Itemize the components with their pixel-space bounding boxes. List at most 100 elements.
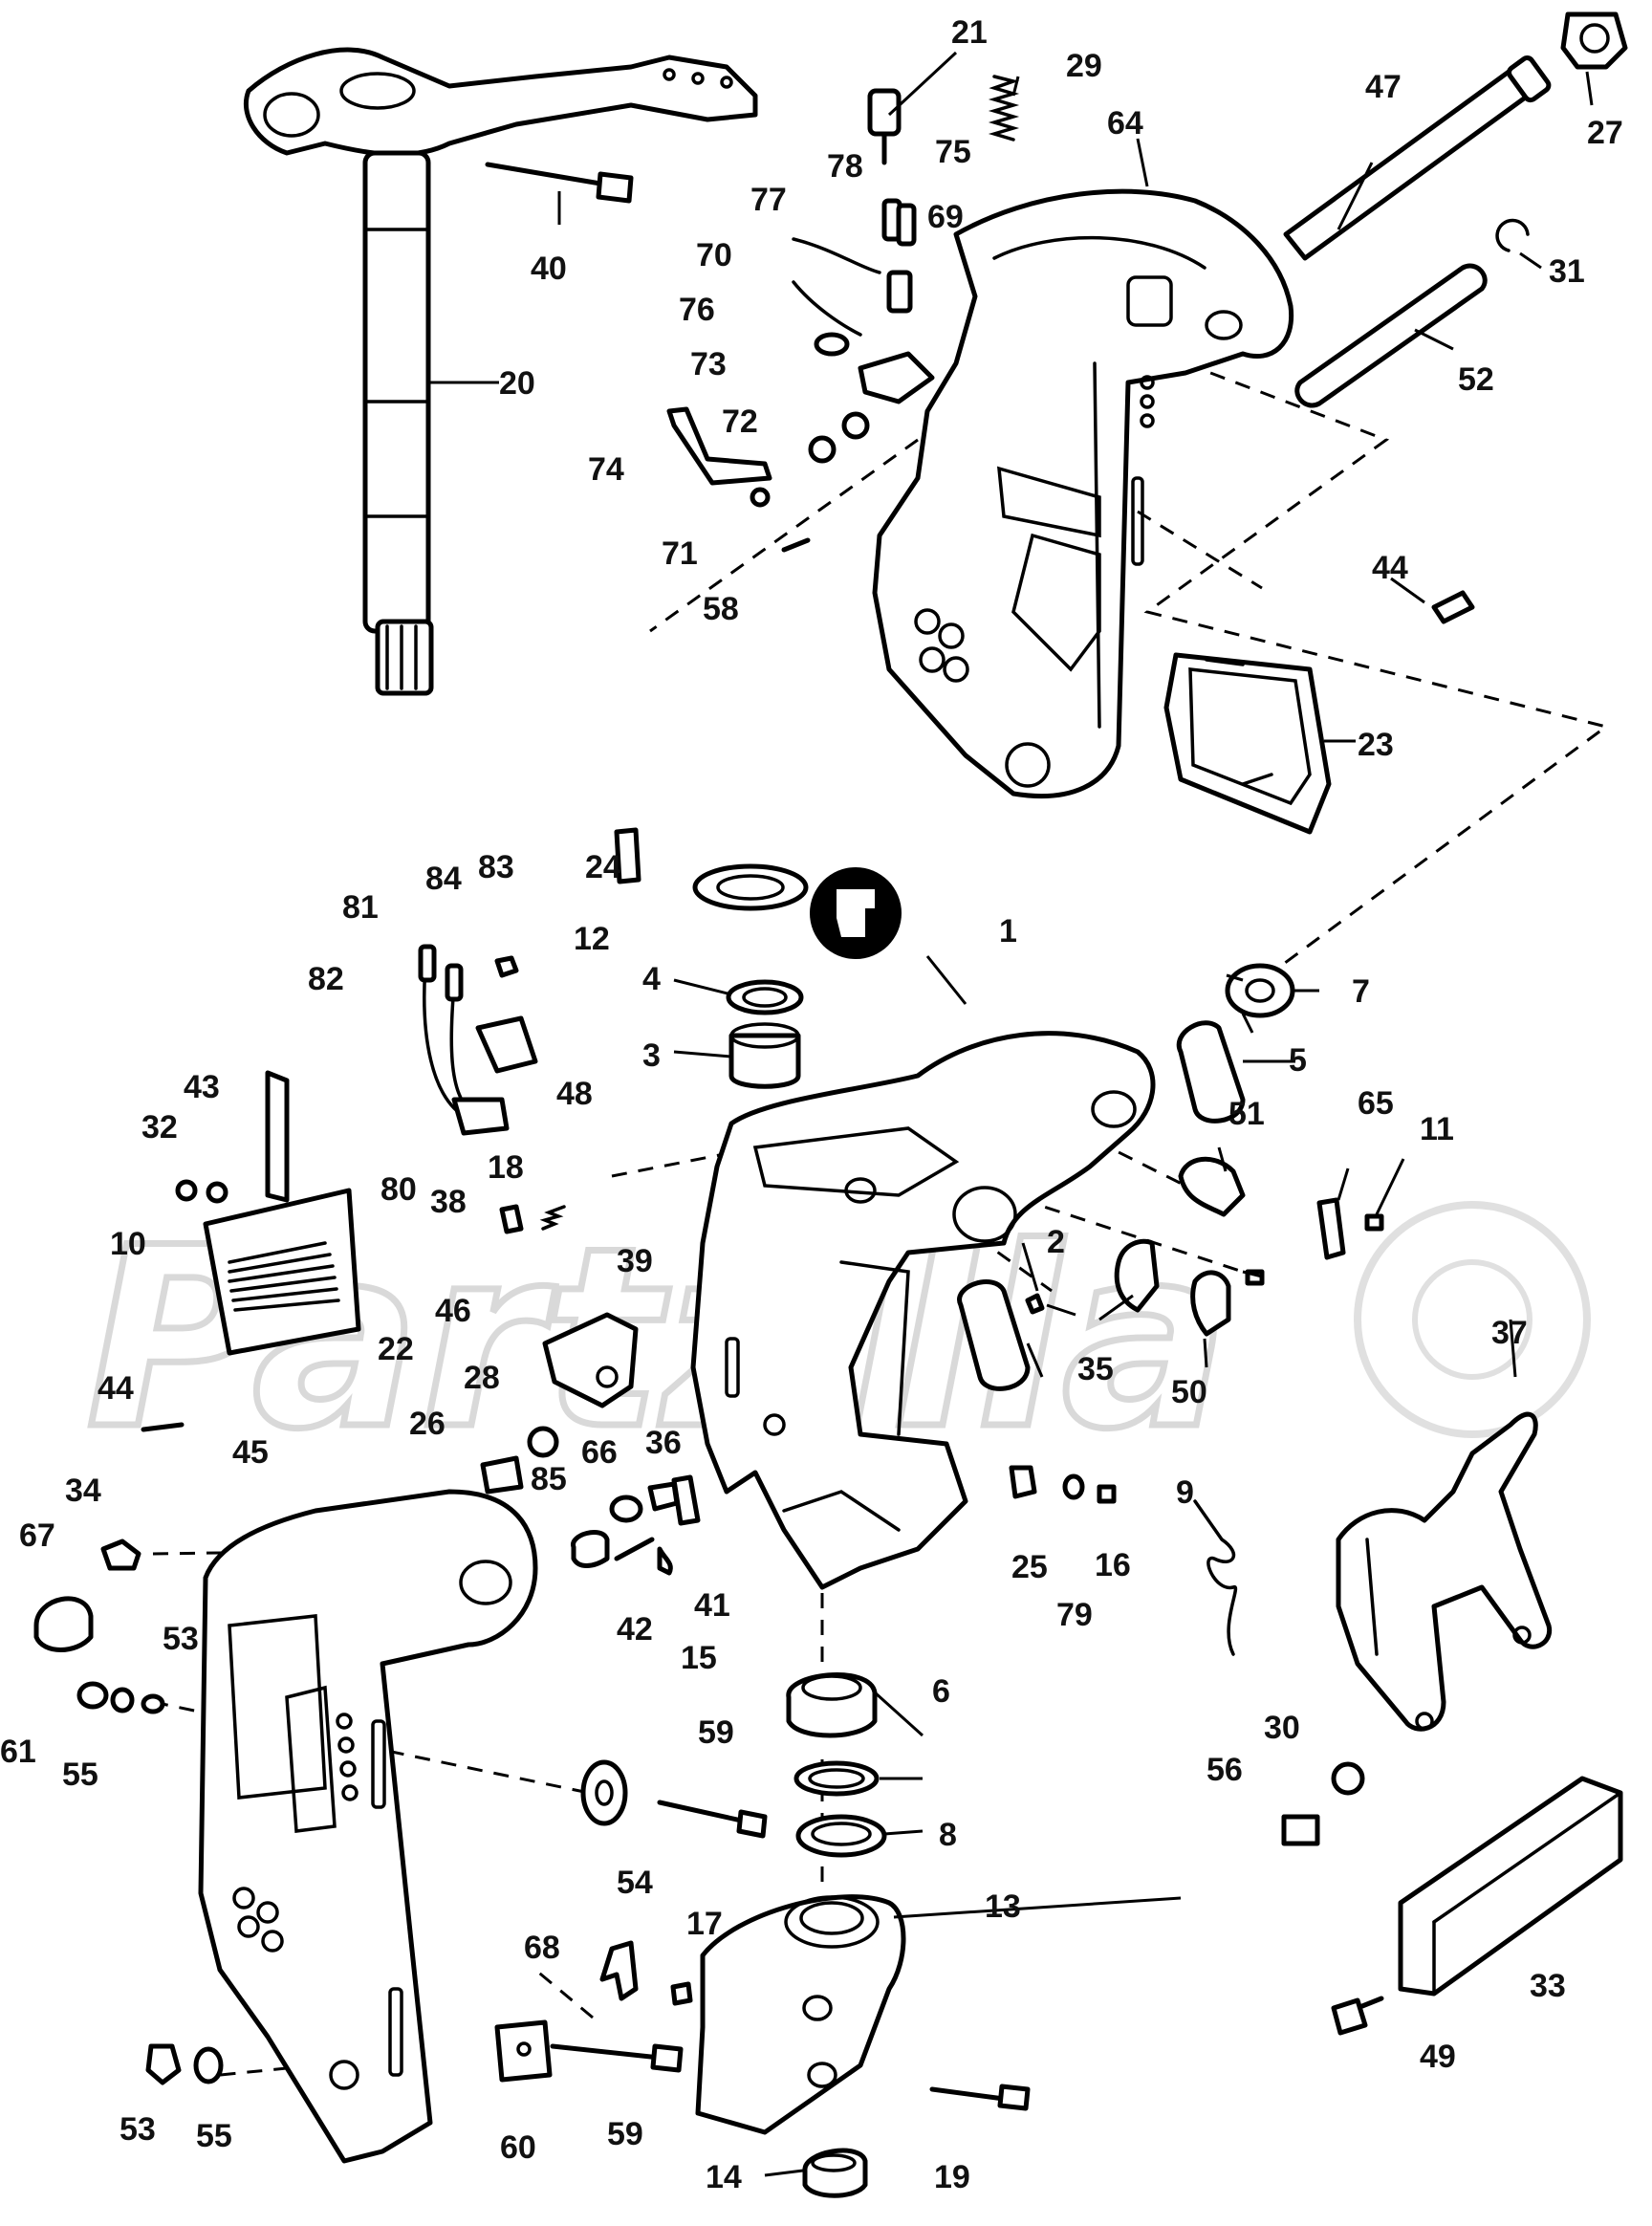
callout-66: 66 (581, 1434, 618, 1471)
callout-65: 65 (1358, 1085, 1394, 1122)
callout-58: 58 (703, 591, 739, 627)
callout-11: 11 (1420, 1111, 1454, 1147)
callout-10: 10 (110, 1226, 146, 1262)
callout-7: 7 (1352, 973, 1370, 1010)
washer-54-bolts-59 (550, 1759, 768, 2073)
callout-85: 85 (531, 1461, 567, 1497)
spring-9 (1193, 1499, 1238, 1656)
clips-51-35-50 (1114, 1156, 1246, 1337)
callout-71: 71 (662, 535, 698, 572)
callout-9: 9 (1176, 1474, 1194, 1511)
block-33 (1398, 1776, 1623, 1997)
callout-19: 19 (934, 2159, 970, 2195)
cap-27 (1560, 11, 1628, 70)
callout-5: 5 (1289, 1042, 1307, 1079)
leader-lines (430, 51, 1594, 2177)
callout-53: 53 (163, 1621, 199, 1657)
bolt-40 (485, 162, 634, 204)
callout-34: 34 (65, 1473, 101, 1509)
callout-76: 76 (679, 292, 715, 328)
callout-31: 31 (1549, 253, 1585, 290)
bolt-49 (1331, 1996, 1384, 2036)
callout-73: 73 (690, 346, 727, 382)
cover-23 (1163, 652, 1332, 835)
small-electrical-parts (666, 75, 1475, 624)
callout-84: 84 (425, 861, 462, 897)
callout-35: 35 (1077, 1351, 1114, 1387)
callout-82: 82 (308, 961, 344, 997)
callout-4: 4 (642, 961, 661, 997)
parts-38-18-39 (499, 1204, 639, 1408)
callout-13: 13 (985, 1888, 1021, 1925)
callout-15: 15 (681, 1640, 717, 1676)
tube-52 (1294, 263, 1488, 408)
washer-7 (1225, 963, 1295, 1018)
callout-26: 26 (409, 1406, 446, 1442)
callout-30: 30 (1264, 1710, 1300, 1746)
callout-46: 46 (435, 1293, 471, 1329)
callout-61: 61 (0, 1734, 36, 1770)
callout-39: 39 (617, 1243, 653, 1279)
callout-54: 54 (617, 1865, 653, 1901)
bracket-1-part (690, 1031, 1156, 1590)
callout-18: 18 (488, 1149, 524, 1186)
callout-44: 44 (98, 1370, 134, 1407)
callout-28: 28 (464, 1360, 500, 1396)
callout-75: 75 (935, 134, 971, 170)
bracket-64-part (872, 188, 1294, 799)
callout-72: 72 (722, 404, 758, 440)
callout-38: 38 (430, 1184, 467, 1220)
callout-48: 48 (556, 1076, 593, 1112)
callout-1: 1 (999, 913, 1017, 949)
plates-bolts-68-17-60-19 (494, 1940, 1031, 2111)
callout-32: 32 (141, 1109, 178, 1146)
callout-20: 20 (499, 365, 535, 402)
callout-77: 77 (750, 182, 787, 218)
callout-67: 67 (19, 1517, 55, 1554)
callout-59b: 59 (607, 2116, 643, 2152)
callout-74: 74 (588, 451, 624, 488)
callout-80: 80 (380, 1171, 417, 1208)
nut-screw-30-56 (1281, 1761, 1365, 1846)
callout-69: 69 (927, 199, 964, 235)
callout-25: 25 (1011, 1549, 1048, 1585)
bushings-upper (692, 863, 809, 1089)
callout-42: 42 (617, 1611, 653, 1648)
callout-49: 49 (1420, 2039, 1456, 2075)
callout-23: 23 (1358, 727, 1394, 763)
callout-55b: 55 (196, 2118, 232, 2154)
callout-56: 56 (1206, 1752, 1243, 1788)
callout-33: 33 (1530, 1968, 1566, 2004)
callout-29: 29 (1066, 48, 1102, 84)
callout-44b: 44 (1372, 550, 1408, 586)
callout-55: 55 (62, 1757, 98, 1793)
callout-70: 70 (696, 237, 732, 273)
callout-59: 59 (698, 1714, 734, 1751)
callout-79: 79 (1056, 1597, 1093, 1633)
callout-64: 64 (1107, 105, 1143, 142)
callout-78: 78 (827, 148, 863, 185)
callout-16: 16 (1095, 1547, 1131, 1583)
steering-shaft-part (243, 47, 758, 696)
callout-2: 2 (1047, 1224, 1065, 1260)
small-fasteners-25-79-16 (1009, 1465, 1117, 1504)
callout-27: 27 (1587, 115, 1623, 151)
clamp-13-part (695, 1894, 906, 2198)
callout-51: 51 (1228, 1096, 1265, 1132)
callout-60: 60 (500, 2129, 536, 2166)
callout-83: 83 (478, 849, 514, 885)
callout-41: 41 (694, 1587, 730, 1624)
bracket-45-part (198, 1489, 538, 2164)
callout-3: 3 (642, 1037, 661, 1074)
callout-53b: 53 (120, 2111, 156, 2148)
callout-68: 68 (524, 1930, 560, 1966)
callout-21: 21 (951, 14, 988, 51)
callout-6: 6 (932, 1673, 950, 1710)
lever-37-part (1336, 1411, 1553, 1732)
callout-12: 12 (574, 921, 610, 957)
sleeves-5 (957, 1020, 1246, 1391)
small-hardware-left (33, 1070, 361, 2085)
callout-37: 37 (1491, 1315, 1528, 1351)
callout-22: 22 (378, 1331, 414, 1367)
